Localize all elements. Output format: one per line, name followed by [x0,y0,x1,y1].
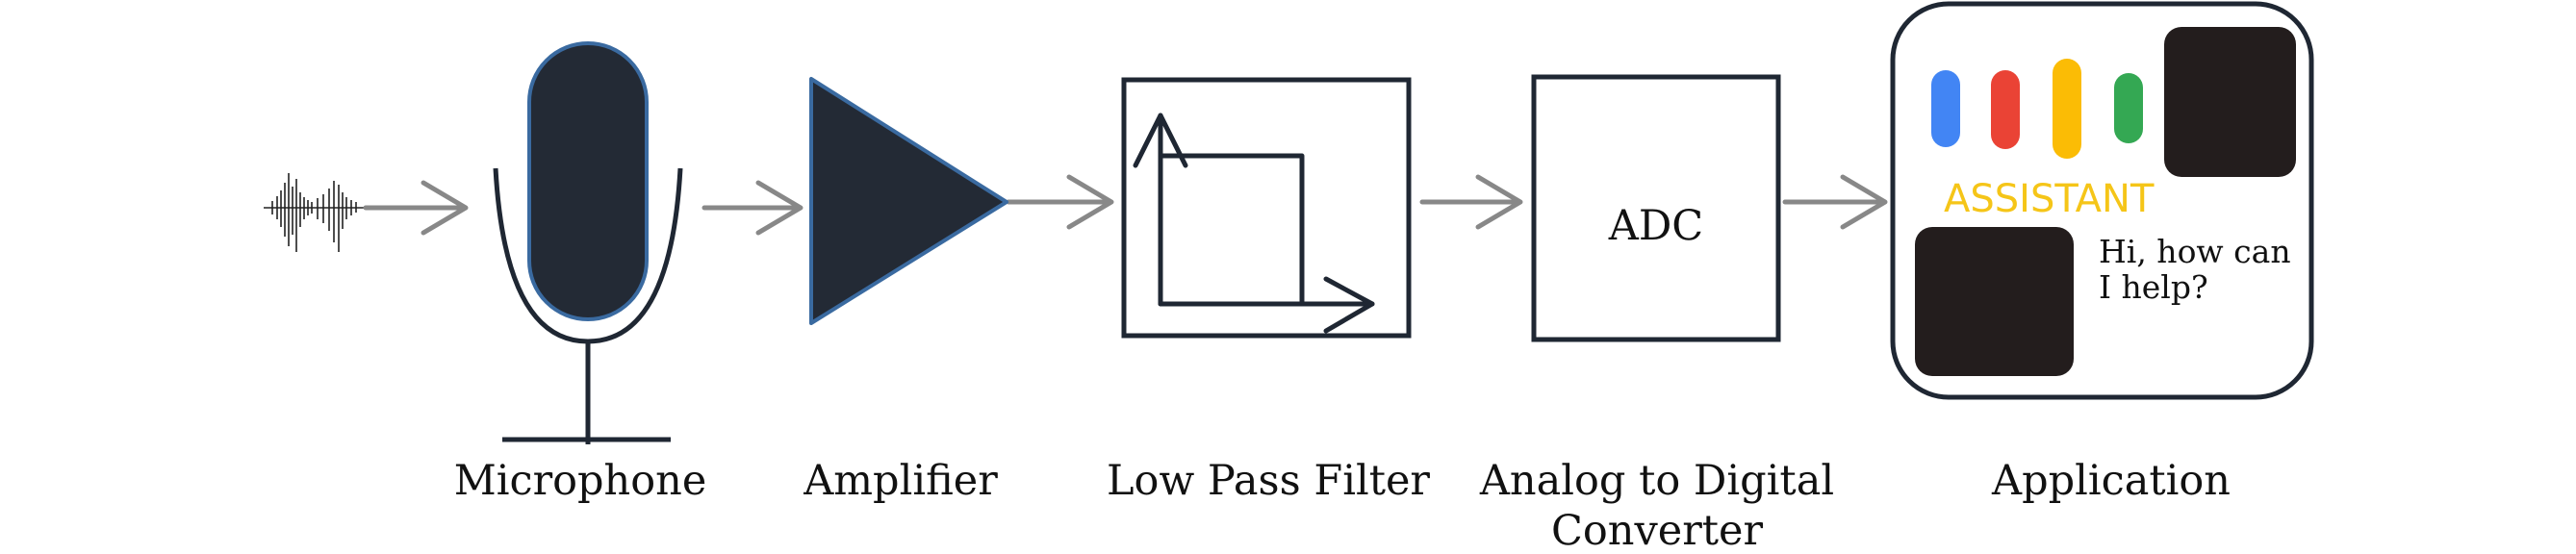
stage-label-microphone: Microphone [454,457,707,505]
sound-wave-icon [264,173,366,252]
stage-label-amplifier: Amplifier [803,457,998,505]
arrow-mic-to-amplifier [701,180,803,236]
adc-block: ADC [1531,74,1781,342]
microphone-icon [493,41,683,444]
stage-label-application: Application [1991,457,2231,505]
arrow-amplifier-to-filter [1006,174,1114,230]
adc-box-label: ADC [1608,202,1703,250]
assistant-avatar-top [2164,27,2296,177]
stage-label-adc-line-1: Analog to Digital [1479,457,1834,505]
chat-line-1: Hi, how can [2099,233,2291,270]
amplifier-icon [809,77,1008,325]
filter-response-icon [1133,113,1375,334]
stage-label-low-pass-filter: Low Pass Filter [1107,457,1430,505]
arrow-adc-to-application [1782,174,1888,230]
low-pass-filter-block [1121,77,1412,339]
chat-line-2: I help? [2099,268,2208,306]
application-panel: ASSISTANT Hi, how can I help? [1890,1,2314,400]
arrow-wave-to-mic [363,180,469,236]
arrow-filter-to-adc [1419,174,1523,230]
stage-label-adc-line-2: Converter [1551,507,1764,554]
assistant-label: ASSISTANT [1944,177,2155,221]
assistant-mic-dots-icon [1931,59,2143,159]
user-avatar-bottom [1915,227,2074,376]
